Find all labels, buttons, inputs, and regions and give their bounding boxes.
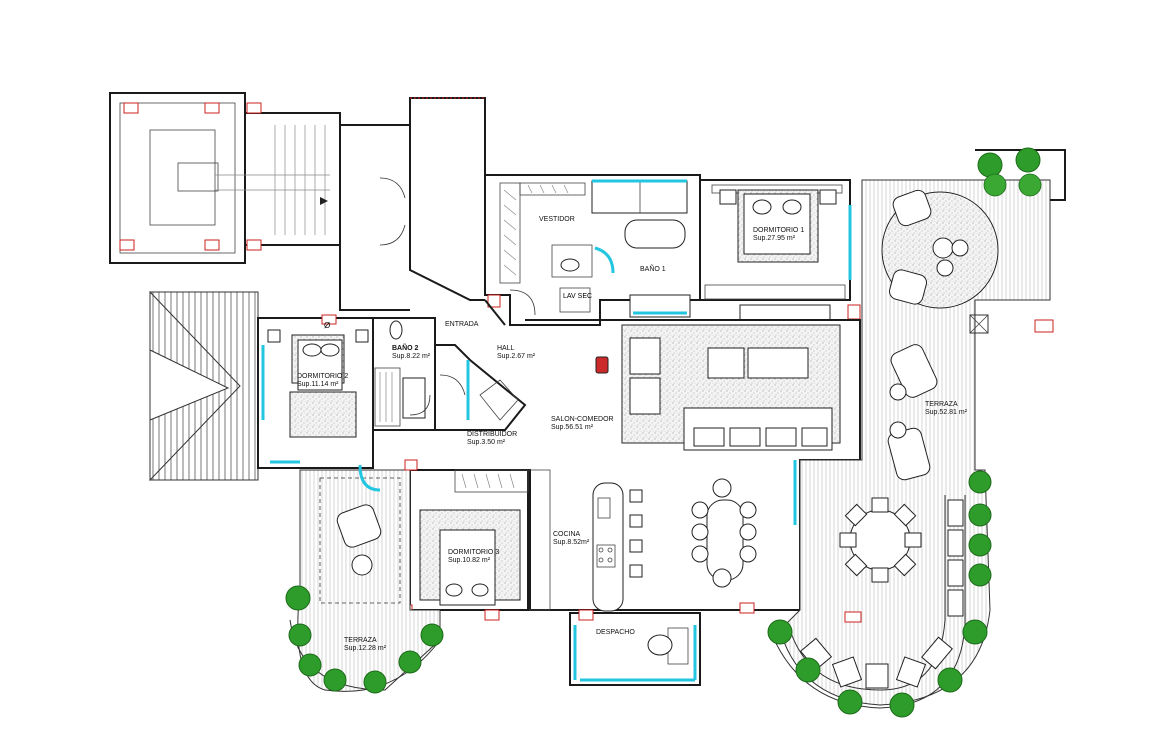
room-name: ENTRADA: [445, 321, 479, 328]
room-area: Sup.10.82 m²: [448, 557, 491, 564]
room-name: TERRAZA: [925, 401, 958, 408]
room-entrada: ENTRADA: [445, 321, 478, 329]
room-name: HALL: [497, 345, 515, 352]
room-area: Sup.12.28 m²: [344, 645, 387, 652]
planters: [285, 147, 1042, 718]
distribuidor: [434, 344, 527, 431]
room-salon: SALON-COMEDOR Sup.56.51 m²: [551, 416, 614, 432]
room-name: BAÑO 1: [640, 266, 666, 273]
bathroom-2: [372, 317, 436, 431]
laundry-label: LAV SEC: [563, 293, 592, 300]
bedroom-1: [699, 179, 861, 321]
stair-core: [109, 92, 341, 264]
room-area: Sup.8.52m²: [553, 539, 590, 546]
diameter-mark: Ø: [324, 321, 330, 330]
room-name: SALON-COMEDOR: [551, 416, 614, 423]
room-terraza-east: TERRAZA Sup.52.81 m²: [925, 401, 967, 417]
room-bano2: BAÑO 2 Sup.8.22 m²: [392, 345, 430, 361]
room-area: Sup.3.50 m²: [467, 439, 506, 446]
room-name: COCINA: [553, 531, 581, 538]
room-vestidor: VESTIDOR: [539, 216, 575, 224]
corridor: [339, 97, 486, 311]
bedroom-3: [399, 469, 529, 621]
room-distribuidor: DISTRIBUIDOR Sup.3.50 m²: [467, 431, 517, 447]
room-bano1: BAÑO 1: [640, 266, 666, 274]
room-name: DESPACHO: [596, 629, 635, 636]
master-suite: [484, 174, 701, 326]
room-cocina: COCINA Sup.8.52m²: [553, 531, 589, 547]
office: [569, 609, 701, 686]
room-area: Sup.2.67 m²: [497, 353, 536, 360]
room-area: Sup.8.22 m²: [392, 353, 431, 360]
bedroom-2: [257, 314, 374, 469]
room-area: Sup.27.95 m²: [753, 235, 796, 242]
room-name: DORMITORIO 3: [448, 549, 500, 556]
room-name: TERRAZA: [344, 637, 377, 644]
room-dormitorio3: DORMITORIO 3 Sup.10.82 m²: [448, 549, 499, 565]
room-name: DORMITORIO 1: [753, 227, 805, 234]
room-name: DORMITORIO 2: [297, 373, 349, 380]
room-despacho: DESPACHO: [596, 629, 635, 637]
room-name: BAÑO 2: [392, 345, 419, 352]
living-dining: [525, 319, 861, 614]
room-area: Sup.52.81 m²: [925, 409, 968, 416]
kitchen: [527, 469, 643, 612]
room-area: Sup.56.51 m²: [551, 424, 594, 431]
room-area: Sup.11.14 m²: [297, 381, 339, 388]
room-dormitorio2: DORMITORIO 2 Sup.11.14 m²: [297, 373, 348, 389]
room-name: DISTRIBUIDOR: [467, 431, 518, 438]
room-name: VESTIDOR: [539, 216, 575, 223]
room-terraza-sw: TERRAZA Sup.12.28 m²: [344, 637, 386, 653]
room-hall: HALL Sup.2.67 m²: [497, 345, 535, 361]
roof-area: [149, 291, 259, 481]
terrace-sw: [289, 459, 441, 692]
room-dormitorio1: DORMITORIO 1 Sup.27.95 m²: [753, 227, 804, 243]
